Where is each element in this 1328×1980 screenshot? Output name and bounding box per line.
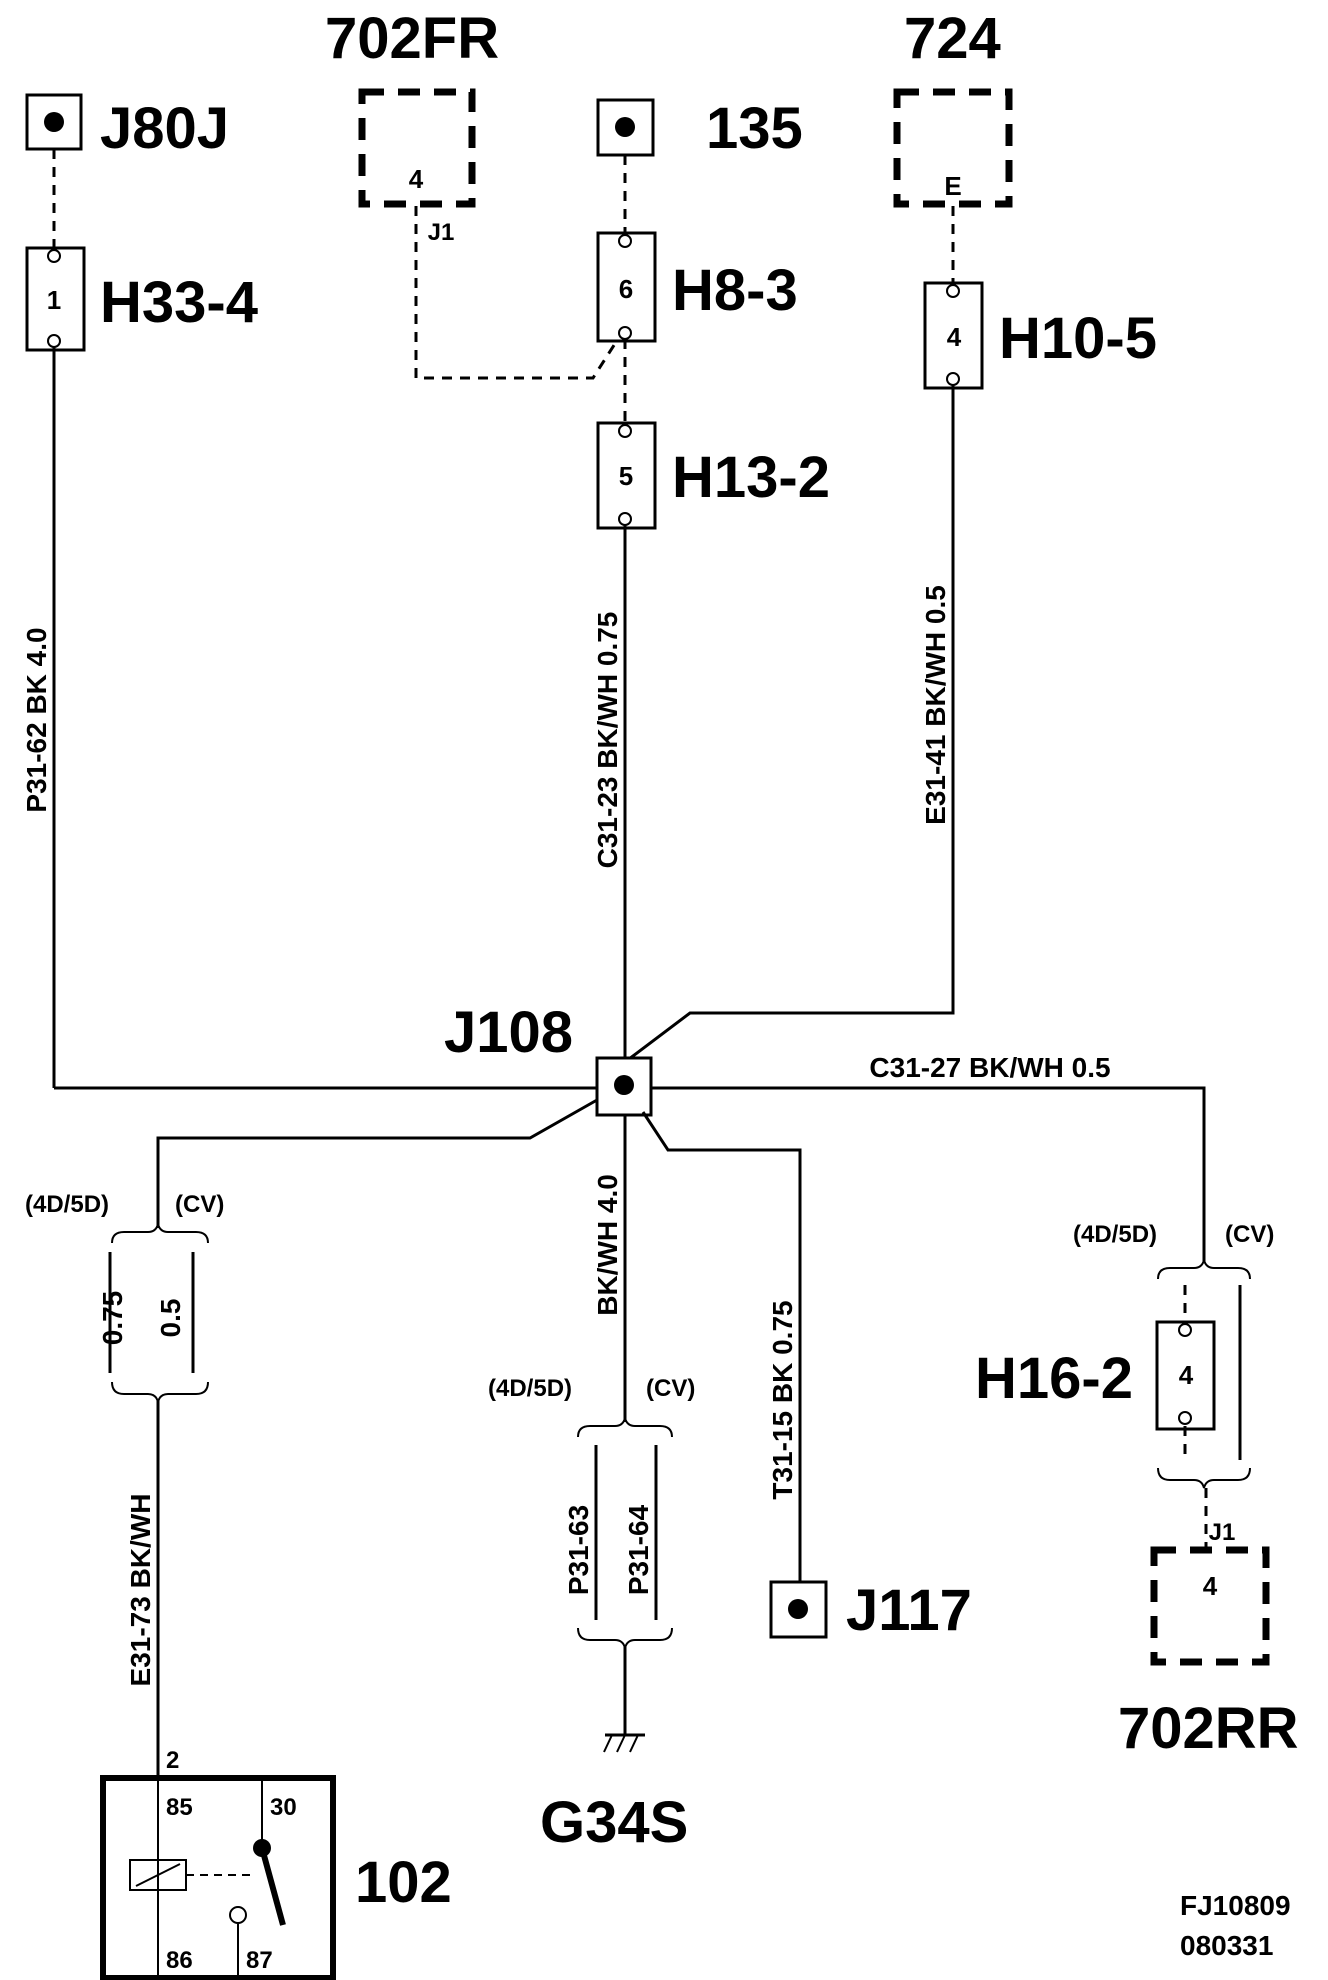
mid-cv: (CV): [646, 1375, 695, 1402]
h13-2-pin-top: [618, 424, 632, 438]
j80j-label: J80J: [100, 96, 229, 161]
right-4d5d: (4D/5D): [1073, 1221, 1157, 1248]
h13-2-box: [596, 421, 657, 530]
relay-coil-slash: [135, 1863, 181, 1887]
j117-label: J117: [846, 1578, 972, 1643]
connector-h16-2: 4 H16-2: [975, 1320, 1216, 1431]
h10-5-label: H10-5: [999, 306, 1157, 371]
702fr-j1: J1: [428, 219, 455, 246]
relay-pin-86: 86: [166, 1947, 193, 1974]
h8-3-label: H8-3: [672, 258, 798, 323]
wire-t31-15: [641, 1111, 802, 1582]
relay-pin-85: 85: [166, 1794, 193, 1821]
wire-c31-23-label: C31-23 BK/WH 0.75: [592, 612, 623, 869]
mid-4d5d: (4D/5D): [488, 1375, 572, 1402]
connector-h8-3: 6 H8-3: [596, 231, 798, 343]
connector-135: 135: [596, 96, 803, 161]
h16-2-label: H16-2: [975, 1346, 1133, 1411]
702fr-dashed-link: [414, 206, 627, 380]
702fr-pin: 4: [409, 164, 424, 194]
135-label: 135: [706, 96, 803, 161]
relay-box: [100, 1775, 336, 1980]
h8-3-box: [596, 231, 657, 343]
relay-102: 2 85 30 86 87 102: [100, 1747, 452, 1980]
g34s-p31-63: P31-63: [563, 1505, 594, 1595]
702rr-label: 702RR: [1118, 1696, 1299, 1761]
h16-2-pin-top: [1178, 1323, 1192, 1337]
splice-j108: J108: [444, 1000, 653, 1117]
relay-wire-075: 0.75: [97, 1291, 128, 1346]
h13-2-pin-number: 5: [619, 461, 633, 491]
wire-e31-41: [624, 385, 955, 1064]
g34s-p31-64: P31-64: [623, 1504, 654, 1595]
relay-87-contact: [229, 1906, 247, 1924]
wire-to-g34s-label: BK/WH 4.0: [592, 1174, 623, 1316]
figure-date: 080331: [1180, 1930, 1273, 1961]
wire-c31-27: [651, 1086, 1206, 1263]
h16-2-pin-number: 4: [1179, 1360, 1194, 1390]
j117-dot: [788, 1599, 808, 1619]
variant-brace-right: (4D/5D) (CV): [1073, 1221, 1274, 1489]
figure-id: FJ10809: [1180, 1890, 1291, 1921]
right-brace-top: [1157, 1259, 1251, 1280]
ground-icon: [603, 1733, 645, 1753]
wire-e31-73-label: E31-73 BK/WH: [125, 1494, 156, 1687]
wire-c31-27-label: C31-27 BK/WH 0.5: [869, 1052, 1110, 1083]
component-724: 724 E: [893, 6, 1013, 208]
wire-p31-62-label: P31-62 BK 4.0: [21, 627, 52, 812]
component-702fr: 702FR 4 J1: [325, 6, 499, 246]
component-702rr: J1 4 702RR: [1118, 1519, 1299, 1761]
wire-t31-15-label: T31-15 BK 0.75: [767, 1300, 798, 1499]
h8-3-pin-top: [618, 234, 632, 248]
relay-pin-30: 30: [270, 1794, 297, 1821]
wire-e31-41-label: E31-41 BK/WH 0.5: [920, 585, 951, 825]
702fr-dashed-box: [358, 88, 476, 208]
connector-j80j: J80J: [25, 93, 229, 161]
connector-j117: J117: [769, 1578, 972, 1643]
h16-2-pin-bottom: [1178, 1411, 1192, 1425]
mid-brace-top: [577, 1417, 673, 1438]
h33-4-pin-top: [47, 249, 61, 263]
135-dot: [615, 117, 635, 137]
h10-5-pin-top: [946, 284, 960, 298]
left-4d5d: (4D/5D): [25, 1191, 109, 1218]
right-cv: (CV): [1225, 1221, 1274, 1248]
724-dashed-box: [893, 88, 1013, 208]
h13-2-label: H13-2: [672, 445, 830, 510]
h8-3-pin-number: 6: [619, 274, 633, 304]
j80j-dot: [44, 112, 64, 132]
j108-dot: [614, 1075, 634, 1095]
g34s-label: G34S: [540, 1790, 688, 1855]
724-pin: E: [944, 171, 961, 201]
relay-wire-05: 0.5: [155, 1299, 186, 1338]
relay-pin-87: 87: [246, 1947, 273, 1974]
j108-label: J108: [444, 1000, 573, 1065]
h10-5-box: [923, 281, 984, 390]
724-label: 724: [904, 6, 1001, 71]
relay-102-label: 102: [355, 1850, 452, 1915]
relay-switch-blade: [259, 1847, 286, 1926]
left-brace-bottom: [111, 1381, 209, 1403]
relay-pin-2: 2: [166, 1747, 179, 1774]
h10-5-pin-number: 4: [947, 322, 962, 352]
variant-brace-left: (4D/5D) (CV) 0.75 0.5: [25, 1191, 224, 1403]
connector-h10-5: 4 H10-5: [923, 281, 1157, 390]
variant-brace-middle: (4D/5D) (CV) P31-63 P31-64: [488, 1375, 695, 1649]
left-brace-top: [111, 1223, 209, 1244]
702rr-pin: 4: [1203, 1571, 1218, 1601]
702fr-label: 702FR: [325, 6, 499, 71]
mid-brace-bottom: [577, 1627, 673, 1649]
connector-h33-4: 1 H33-4: [25, 246, 258, 352]
right-brace-bottom: [1157, 1467, 1251, 1489]
left-cv: (CV): [175, 1191, 224, 1218]
702rr-j1: J1: [1209, 1519, 1236, 1546]
connector-h13-2: 5 H13-2: [596, 421, 830, 530]
h33-4-pin-number: 1: [47, 285, 61, 315]
wire-branch-to-relay: [156, 1098, 598, 1228]
h33-4-label: H33-4: [100, 270, 258, 335]
702rr-dashed-box: [1150, 1546, 1270, 1666]
